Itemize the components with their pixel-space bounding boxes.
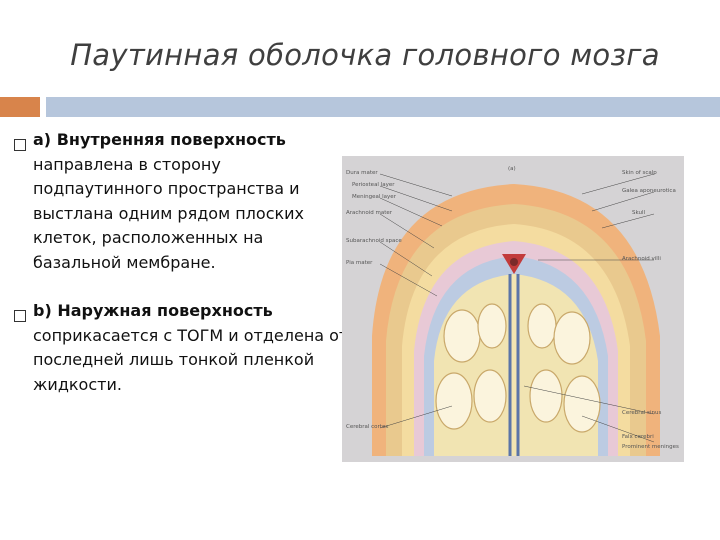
bullet-heading: Внутренняя поверхность — [56, 130, 286, 149]
figure-label: Dura mater — [346, 170, 378, 176]
figure-label: Pia mater — [346, 260, 373, 266]
bullet-line: базальной мембране. — [33, 252, 216, 272]
figure-label: Subarachnoid space — [346, 238, 402, 244]
bullet-square-icon — [14, 310, 26, 322]
bullet-line: соприкасается с ТОГМ и отделена от — [33, 325, 349, 345]
bullet-line: клеток, расположенных на — [33, 228, 264, 247]
slide-title: Паутинная оболочка головного мозга — [70, 38, 660, 72]
bullet-line: подпаутинного пространства и — [33, 179, 300, 198]
bullet-inner-surface: a) Внутренняя поверхность направлена в с… — [33, 128, 353, 275]
bullet-square-icon — [14, 139, 26, 151]
figure-label: Meningeal layer — [352, 194, 397, 200]
figure-label: Skull — [632, 210, 646, 216]
bullet-line: направлена в сторону — [33, 154, 221, 174]
title-accent-bar — [0, 97, 40, 117]
figure-label: Arachnoid villi — [622, 256, 661, 262]
bullet-line: последней лишь тонкой пленкой — [33, 350, 315, 369]
title-divider-bar — [46, 97, 720, 117]
figure-label: Falx cerebri — [622, 434, 654, 440]
bullet-heading: Наружная поверхность — [57, 301, 273, 320]
bullet-line: жидкости. — [33, 374, 122, 394]
figure-label: Cerebral sinus — [622, 410, 662, 416]
figure-label: Skin of scalp — [622, 170, 657, 176]
figure-label: Cerebral cortex — [346, 424, 389, 430]
figure-label: Prominent meninges — [622, 444, 679, 450]
figure-panel-label: (a) — [508, 166, 516, 172]
bullet-marker: b) — [33, 301, 52, 320]
meninges-illustration: (a) Dura mater Periosteal layer Meningea… — [342, 156, 684, 462]
figure-label: Arachnoid mater — [346, 210, 393, 216]
figure-label: Galea aponeurotica — [622, 188, 676, 194]
figure-label: Periosteal layer — [352, 182, 395, 188]
bullet-outer-surface: b) Наружная поверхность соприкасается с … — [33, 299, 353, 397]
bullet-line: выстлана одним рядом плоских — [33, 203, 305, 223]
bullet-marker: a) — [33, 130, 52, 149]
